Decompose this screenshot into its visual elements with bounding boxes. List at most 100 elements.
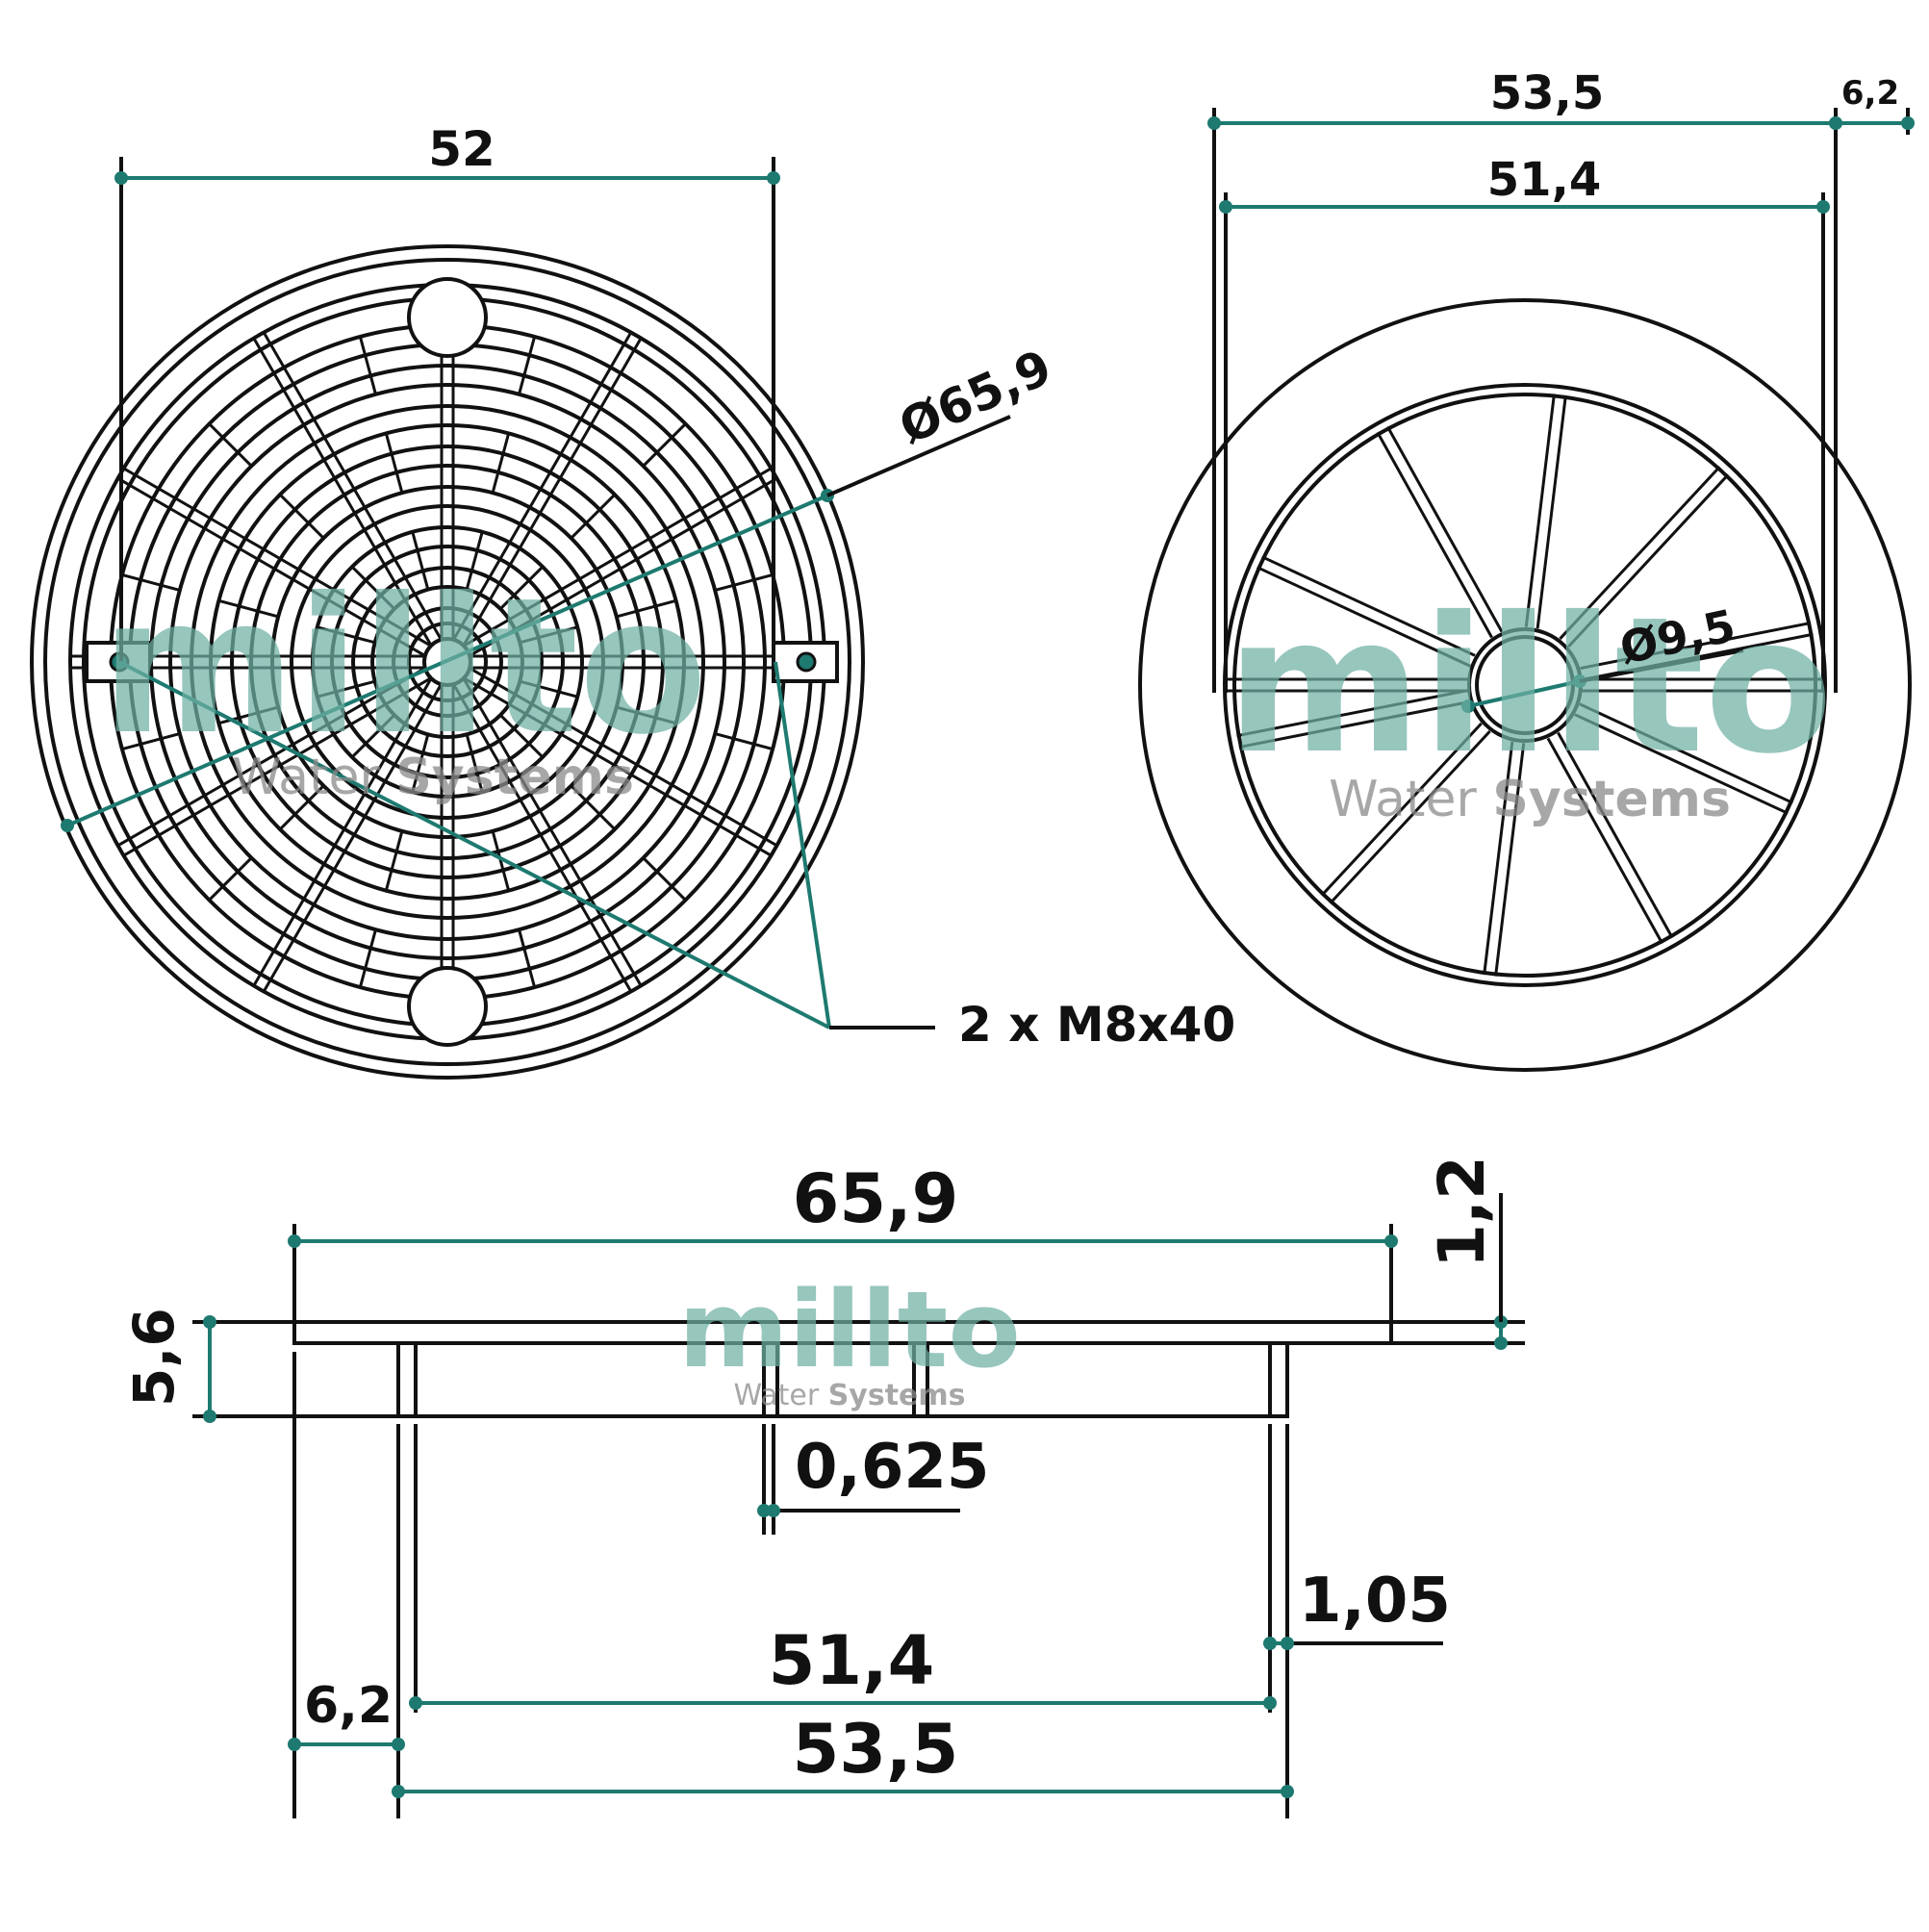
grate-rib	[278, 493, 325, 540]
leader-diameter	[826, 415, 1011, 497]
top-view-grate	[30, 244, 865, 1080]
grate-rib	[317, 679, 376, 699]
wall-left	[396, 1341, 418, 1418]
grate-rib	[317, 625, 376, 645]
grate-rib	[121, 572, 181, 592]
grate-rib	[217, 598, 279, 619]
spider-spoke	[1385, 425, 1504, 633]
dim-section-wall-end	[1281, 1637, 1294, 1650]
grate-spoke	[470, 667, 778, 848]
grate-ring	[190, 404, 705, 920]
bottom-wall-label: 6,2	[1841, 74, 1899, 113]
spider-spoke	[1376, 431, 1493, 639]
dim-bottom-wall-end	[1829, 116, 1842, 130]
spider-spoke	[1574, 713, 1789, 815]
dim-section-flange-end	[1494, 1336, 1508, 1350]
dim-top-width-end	[114, 171, 128, 185]
watermark-subtitle: Water Systems	[1329, 771, 1731, 828]
grate-spoke	[452, 684, 633, 993]
grate-ring	[392, 606, 503, 718]
watermark-subtitle: Water Systems	[232, 749, 634, 806]
grate-ring	[290, 504, 605, 820]
spider-spoke	[1256, 566, 1471, 668]
grate-ring	[168, 383, 726, 941]
grate-spoke	[122, 467, 431, 648]
grate-rib	[358, 928, 377, 988]
grate-rib	[616, 705, 677, 725]
grate-ring	[351, 566, 544, 758]
grate-rib	[411, 733, 430, 793]
grate-spoke	[464, 676, 773, 857]
screw-boss	[407, 966, 488, 1047]
grate-rib	[519, 679, 578, 699]
spider-spoke	[1494, 743, 1526, 977]
watermark-brand: millto	[1227, 576, 1834, 795]
rib-left	[762, 1341, 779, 1418]
grate-rib	[499, 714, 545, 759]
grate-rib	[499, 565, 545, 610]
dim-top-diameter-end	[61, 819, 74, 832]
watermark-top-view: millto Water Systems	[101, 557, 708, 806]
spider-spoke	[1261, 555, 1476, 657]
bolt-label: 2 x M8x40	[958, 997, 1235, 1053]
top-width-label: 52	[428, 121, 495, 177]
grate-spoke	[262, 684, 443, 993]
grate-ring	[311, 525, 584, 799]
grate-spoke	[252, 337, 433, 646]
grate-ring	[209, 423, 686, 901]
dim-section-overall-end	[1384, 1234, 1398, 1248]
section-overall-label: 65,9	[793, 1159, 959, 1238]
spider-spoke	[1579, 702, 1793, 804]
dim-top-diameter	[66, 494, 828, 827]
grate-ring	[422, 637, 472, 687]
dim-bottom-inner-end	[1816, 200, 1830, 214]
dimension-lines	[61, 108, 1915, 1798]
section-inner-label: 51,4	[769, 1621, 935, 1700]
bottom-outer-ring	[1138, 298, 1912, 1072]
dim-section-inner-end	[1263, 1696, 1277, 1710]
dim-top-width-end	[767, 171, 780, 185]
section-view-profile	[192, 1320, 1525, 1818]
spider-spoke	[1483, 741, 1514, 976]
spider-spoke	[1559, 466, 1721, 640]
grate-ring	[230, 445, 665, 879]
grate-rib	[121, 732, 181, 751]
spider-spoke	[1546, 737, 1664, 945]
dim-section-wall-end	[1263, 1637, 1277, 1650]
grate-rib	[465, 733, 484, 793]
spider-spoke	[1580, 621, 1812, 671]
grate-spoke	[452, 331, 633, 640]
spider-spoke	[1557, 731, 1674, 939]
grate-rib	[384, 830, 404, 892]
spider-spoke	[1236, 689, 1468, 738]
grate-rib	[384, 432, 404, 494]
top-diameter-label: Ø65,9	[891, 340, 1059, 455]
leader-hub	[1579, 648, 1744, 683]
section-outer-label: 53,5	[793, 1710, 959, 1789]
outer-rim-inner	[43, 258, 851, 1066]
grate-spoke	[116, 667, 425, 848]
mount-hole	[796, 651, 817, 673]
grate-rib	[350, 714, 395, 759]
section-wall-label: 1,05	[1299, 1565, 1451, 1637]
spider-spoke	[1329, 730, 1491, 904]
spider-spoke	[1536, 394, 1567, 629]
dim-bottom-wall-end	[1901, 116, 1915, 130]
bottom-view-spider	[1138, 298, 1912, 1072]
grate-rib	[714, 732, 774, 751]
spider-spoke	[1238, 699, 1470, 750]
grate-rib	[208, 856, 253, 902]
dim-bottom-outer-end	[1207, 116, 1221, 130]
dim-bottom-inner-end	[1219, 200, 1232, 214]
grate-spoke	[116, 476, 425, 657]
bottom-inner-label: 51,4	[1487, 153, 1601, 207]
grate-rib	[491, 432, 511, 494]
bottom-outer-label: 53,5	[1490, 66, 1604, 120]
grate-rib	[518, 928, 537, 988]
grate-ring	[330, 545, 565, 779]
dim-section-rib-end	[757, 1504, 771, 1517]
grate-rib	[714, 572, 774, 592]
dim-section-inner-end	[409, 1696, 422, 1710]
grate-rib	[616, 598, 677, 619]
section-offset-label: 6,2	[304, 1677, 393, 1735]
